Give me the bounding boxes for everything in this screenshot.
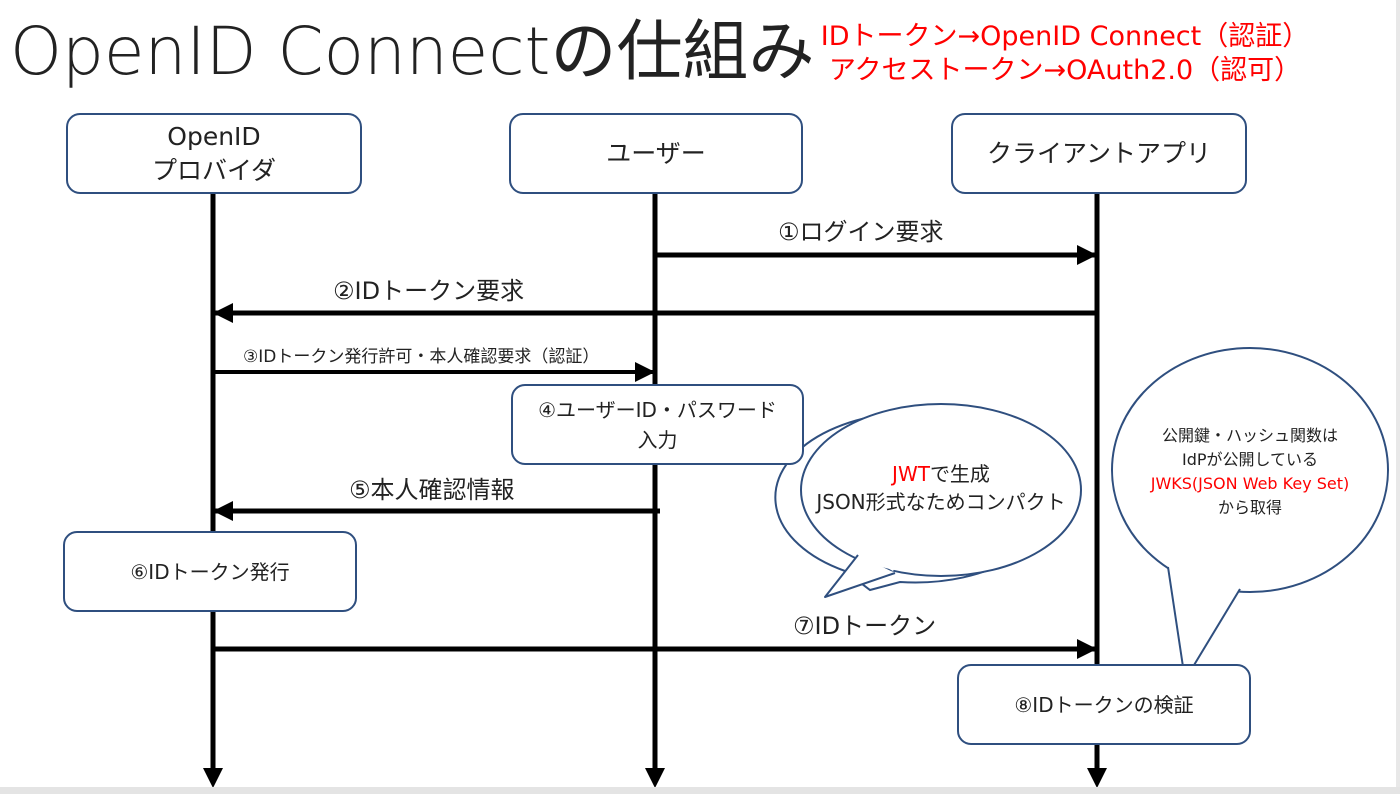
bubble-jwks-line-1: 公開鍵・ハッシュ関数は [1161, 426, 1338, 445]
slide-bottom-edge [0, 787, 1400, 794]
bubble-jwks-line-2: IdPが公開している [1181, 450, 1319, 469]
note-line-2: アクセストークン→OAuth2.0（認可） [828, 55, 1302, 86]
step-4-box: ④ユーザーID・パスワード 入力 [511, 384, 804, 465]
actor-user-label: ユーザー [606, 138, 706, 168]
bubble-jwks-ellipse [1111, 347, 1389, 593]
lifeline-provider-arrowhead [203, 768, 223, 788]
message-5-label: ⑤本人確認情報 [349, 476, 515, 504]
message-3-label: ③IDトークン発行許可・本人確認要求（認証） [243, 347, 600, 367]
actor-provider-line-2: プロバイダ [151, 155, 276, 185]
note-line-1: IDトークン→OpenID Connect（認証） [820, 21, 1310, 52]
step-8-box: ⑧IDトークンの検証 [957, 664, 1251, 745]
lifeline-user-arrowhead [645, 768, 665, 788]
actor-user: ユーザー [509, 113, 803, 194]
actor-provider-line-1: OpenID [167, 121, 261, 151]
step-8-label: ⑧IDトークンの検証 [1014, 692, 1194, 717]
lifeline-client-arrowhead [1087, 768, 1107, 788]
message-7-label: ⑦IDトークン [793, 612, 937, 640]
bubble-jwks-text: 公開鍵・ハッシュ関数は IdPが公開している JWKS(JSON Web Key… [1112, 424, 1388, 520]
step-6-label: ⑥IDトークン発行 [130, 559, 290, 584]
message-1-label: ①ログイン要求 [778, 218, 944, 246]
bubble-jwks-line-3: JWKS(JSON Web Key Set) [1150, 474, 1350, 493]
bubble-jwt-red: JWT [892, 462, 930, 486]
bubble-jwt-tail [824, 554, 896, 598]
slide-right-edge [1396, 0, 1400, 794]
bubble-jwt-tail-cover [860, 545, 900, 571]
bubble-jwt-rest: で生成 [929, 462, 990, 486]
page-title: OpenID Connectの仕組み [10, 13, 815, 90]
bubble-jwt-ellipse [800, 403, 1082, 577]
step-6-box: ⑥IDトークン発行 [63, 531, 357, 612]
step-4-line-2: 入力 [637, 427, 678, 452]
bubble-jwks-tail-cover [1170, 555, 1240, 587]
protocol-note: IDトークン→OpenID Connect（認証） アクセストークン→OAuth… [800, 20, 1330, 88]
step-4-line-1: ④ユーザーID・パスワード [538, 397, 777, 422]
actor-openid-provider: OpenID プロバイダ [66, 113, 362, 194]
actor-client-label: クライアントアプリ [986, 138, 1211, 168]
message-2-label: ②IDトークン要求 [333, 277, 525, 305]
bubble-jwt-line-2: JSON形式なためコンパクト [816, 490, 1066, 514]
actor-client-app: クライアントアプリ [951, 113, 1247, 194]
bubble-jwt-text: JWTで生成 JSON形式なためコンパクト [801, 460, 1081, 516]
bubble-jwks-line-4: から取得 [1217, 498, 1282, 517]
